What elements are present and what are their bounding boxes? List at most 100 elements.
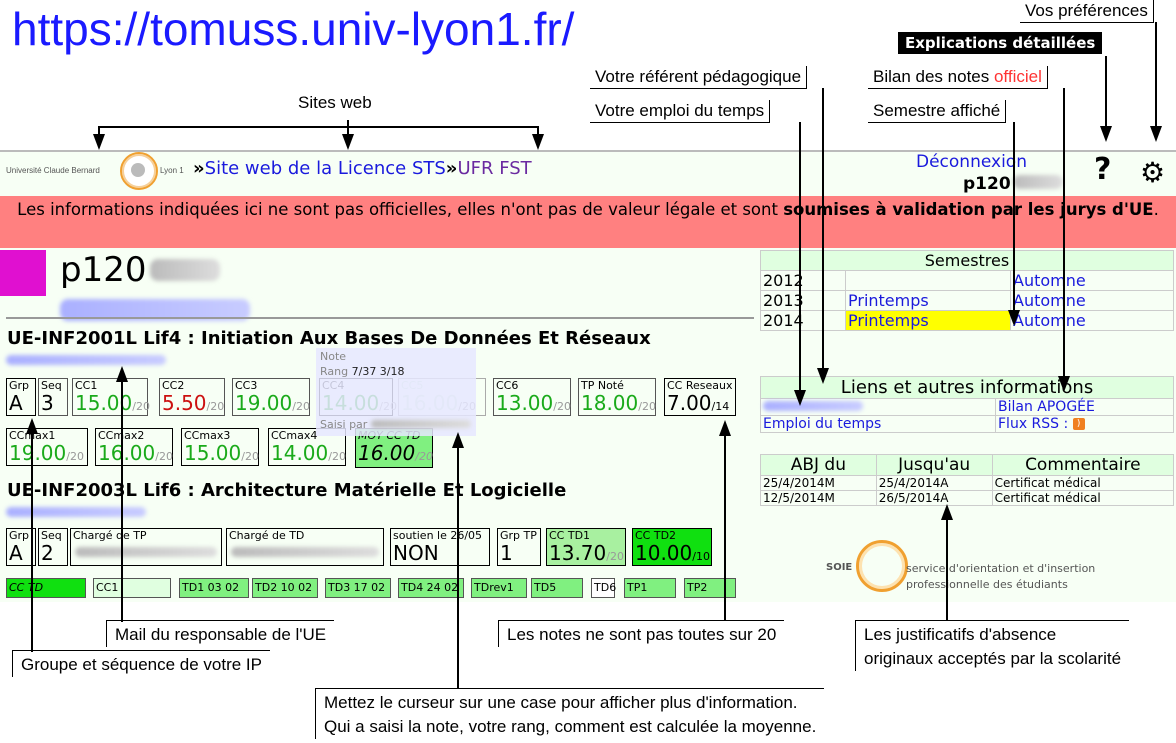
grade-column-header[interactable]: TD4 24 02 <box>398 578 464 598</box>
connector-line <box>457 446 459 688</box>
grade-column-header[interactable]: TD6 <box>591 578 616 598</box>
arrow-down-icon <box>1058 376 1070 392</box>
grade-column-header[interactable]: TP2 <box>684 578 736 598</box>
student-name: p120 <box>60 250 250 330</box>
licence-sts-link[interactable]: Site web de la Licence STS <box>204 158 446 179</box>
grade-denominator: /20 <box>132 400 150 413</box>
grade-number: A <box>9 541 23 565</box>
grade-number: 1 <box>500 541 513 565</box>
grade-label: CC6 <box>496 379 519 392</box>
bilan-apogee-link[interactable]: Bilan APOGÉE <box>995 398 1174 416</box>
connector-line <box>121 380 123 622</box>
connector-line <box>98 126 538 128</box>
tooltip-rang-label: Rang <box>320 365 349 378</box>
grade-denominator: /20 <box>66 450 84 463</box>
arrow-down-icon <box>817 368 829 384</box>
grade-value: 3 <box>41 391 54 415</box>
site-links: »Site web de la Licence STS»UFR FST <box>193 158 532 179</box>
annotation-justificatifs-1: Les justificatifs d'absence <box>864 625 1057 644</box>
abj-comment: Certificat médical <box>991 490 1175 506</box>
grade-column-header[interactable]: TDrev1 <box>471 578 527 598</box>
grade-value: 13.00/20 <box>496 391 571 415</box>
abj-comment: Certificat médical <box>991 475 1175 491</box>
grade-value: 18.00/20 <box>581 391 656 415</box>
grade-column-header[interactable]: CC TD <box>6 578 86 598</box>
arrow-down-icon <box>1008 310 1020 326</box>
grade-cell[interactable]: CCmax216.00/20 <box>95 428 173 466</box>
warning-banner: Les informations indiquées ici ne sont p… <box>0 196 1176 248</box>
header: Université Claude Bernard Lyon 1 »Site w… <box>0 152 1176 194</box>
semester-autumn-link[interactable]: Automne <box>1010 270 1174 291</box>
grade-cell[interactable]: Chargé de TP <box>70 528 222 566</box>
semester-autumn-link[interactable]: Automne <box>1010 310 1174 331</box>
grade-column-header[interactable]: TD5 <box>531 578 583 598</box>
grade-number: 18.00 <box>581 391 639 415</box>
semester-spring-link[interactable]: Printemps <box>845 290 1011 311</box>
abj-from: 12/5/2014M <box>760 490 877 506</box>
ue1-responsible-mail-link[interactable] <box>6 355 166 365</box>
grade-column-header[interactable]: CC1 <box>93 578 171 598</box>
grade-denominator: /20 <box>206 400 225 413</box>
annotation-bilan: Bilan des notes officiel <box>868 66 1048 89</box>
grade-column-header[interactable]: TD2 10 02 <box>252 578 318 598</box>
grade-number: 15.00 <box>184 441 242 465</box>
grade-label: Grp <box>9 379 30 392</box>
arrow-down-icon <box>532 134 544 150</box>
university-name: Université Claude Bernard <box>6 166 100 175</box>
grade-value: 15.00/20 <box>75 391 150 415</box>
grade-label: Chargé de TP <box>73 529 147 542</box>
abj-from: 25/4/2014M <box>760 475 877 491</box>
semester-spring-link[interactable] <box>845 270 1011 291</box>
grade-denominator: /20 <box>155 450 173 463</box>
login-text: p120 <box>963 174 1011 194</box>
gear-icon[interactable]: ⚙ <box>1140 156 1166 189</box>
grade-column-header[interactable]: TD1 03 02 <box>179 578 249 598</box>
abj-header-to: Jusqu'au <box>875 454 993 476</box>
grade-cell[interactable]: CCmax119.00/20 <box>6 428 88 466</box>
semester-autumn-link[interactable]: Automne <box>1010 290 1174 311</box>
soie-circle-icon <box>856 540 908 592</box>
blurred-teacher <box>231 547 379 557</box>
arrow-down-icon <box>93 134 105 150</box>
warning-text: Les informations indiquées ici ne sont p… <box>17 200 784 219</box>
ufr-fst-link[interactable]: UFR FST <box>457 158 532 179</box>
login-id: p120 <box>963 174 1063 194</box>
ue2-title: UE-INF2003L Lif6 : Architecture Matériel… <box>7 480 567 501</box>
referent-link[interactable] <box>763 401 863 411</box>
connector-line <box>799 122 801 392</box>
grade-label: CCmax4 <box>271 429 318 442</box>
grade-column-header[interactable]: TP1 <box>624 578 676 598</box>
annotation-curseur-1: Mettez le curseur sur une case pour affi… <box>324 693 798 712</box>
student-id: p120 <box>60 250 147 290</box>
grade-label: CC TD2 <box>635 529 677 542</box>
grade-cell[interactable]: Chargé de TD <box>226 528 384 566</box>
grade-value: 15.00/20 <box>184 441 259 465</box>
links-table: Liens et autres informations Bilan APOGÉ… <box>760 376 1174 433</box>
ue2-responsible-mail-link[interactable] <box>6 507 146 517</box>
grade-column-header[interactable]: TD3 17 02 <box>325 578 391 598</box>
abj-to: 26/5/2014A <box>875 490 993 506</box>
timetable-link[interactable]: Emploi du temps <box>760 415 996 433</box>
semester-spring-link-selected[interactable]: Printemps <box>845 310 1011 331</box>
help-icon[interactable]: ? <box>1094 152 1112 187</box>
arrow-down-icon <box>342 134 354 150</box>
grade-tooltip: Note Rang 7/37 3/18 Saisi par <box>316 348 476 436</box>
logout-link[interactable]: Déconnexion <box>916 152 1027 172</box>
rss-link[interactable]: Flux RSS : ) <box>995 415 1174 433</box>
